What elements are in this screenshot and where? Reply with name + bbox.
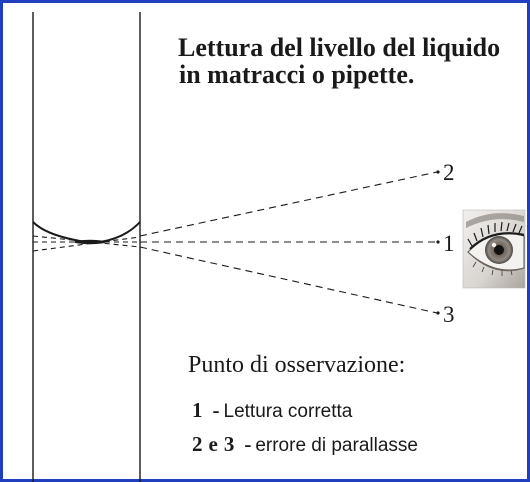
point-label-2: 2 <box>443 160 455 185</box>
legend-number-1: 1 <box>192 398 203 422</box>
sight-line-3 <box>139 246 438 314</box>
point-3-dot <box>436 311 440 315</box>
point-1-dot <box>436 240 440 244</box>
point-2-dot <box>436 170 440 174</box>
legend-row-correct: 1-Lettura corretta <box>192 398 352 423</box>
legend-description-parallax: errore di parallasse <box>255 435 418 456</box>
legend-conjunction: e <box>208 432 218 456</box>
eye-icon <box>462 209 526 289</box>
observation-heading: Punto di osservazione: <box>188 352 406 378</box>
title-line-2: in matracci o pipette. <box>179 60 415 89</box>
point-label-3: 3 <box>443 302 455 327</box>
diagram-title: Lettura del livello del liquido in matra… <box>178 34 523 88</box>
sight-line-2 <box>139 171 438 237</box>
legend-number-2: 2 <box>192 432 203 456</box>
legend-number-3: 3 <box>223 432 235 456</box>
title-line-1: Lettura del livello del liquido <box>178 33 501 62</box>
point-label-1: 1 <box>443 231 455 256</box>
legend-dash: - <box>244 432 252 456</box>
legend-dash: - <box>212 398 220 422</box>
legend-description-correct: Lettura corretta <box>223 401 353 422</box>
